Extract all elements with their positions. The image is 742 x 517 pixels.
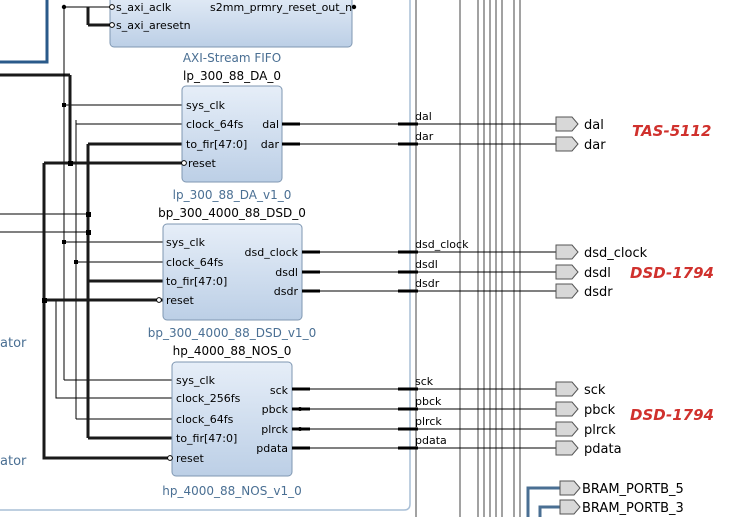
left-partial-label-1: ator (0, 336, 27, 351)
left-wiring (0, 7, 182, 420)
output-port-shapes (555, 116, 579, 456)
annotation-dsd-1794-b: DSD-1794 (630, 406, 714, 424)
block-dsd-pin-to-fir: to_fir[47:0] (166, 275, 227, 288)
bram-port-3[interactable]: BRAM_PORTB_3 (582, 501, 684, 516)
block-nos-pin-sck: sck (270, 384, 289, 397)
annotation-dsd-1794-a: DSD-1794 (630, 264, 714, 282)
wire-junctions (298, 407, 302, 431)
block-nos-type: hp_4000_88_NOS_v1_0 (162, 484, 301, 498)
left-bus-frame (0, 0, 49, 64)
block-da-reset-bubble (181, 160, 187, 166)
hierarchy-border (0, 0, 411, 511)
block-nos-pin-clock-64fs: clock_64fs (176, 413, 234, 426)
port-dsdr[interactable]: dsdr (584, 285, 613, 300)
port-plrck[interactable]: plrck (584, 423, 616, 438)
port-dsdl[interactable]: dsdl (584, 266, 611, 281)
net-label-pdata: pdata (415, 434, 447, 447)
left-bus-wiring (42, 75, 182, 460)
block-dsd-type: bp_300_4000_88_DSD_v1_0 (148, 326, 316, 340)
block-dsd-instance: bp_300_4000_88_DSD_0 (158, 206, 306, 220)
net-label-plrck: plrck (415, 415, 442, 428)
port-sck[interactable]: sck (584, 383, 606, 398)
net-label-pbck: pbck (415, 395, 442, 408)
port-dar[interactable]: dar (584, 138, 606, 153)
net-label-dal: dal (415, 110, 432, 123)
left-partial-label-2: ator (0, 454, 27, 469)
block-da[interactable] (181, 85, 283, 183)
block-nos-pin-sys-clk: sys_clk (176, 374, 216, 387)
block-da-pin-reset: reset (188, 157, 217, 170)
block-nos-pin-clock-256fs: clock_256fs (176, 392, 241, 405)
block-nos-pin-pdata: pdata (256, 442, 288, 455)
block-nos-instance: hp_4000_88_NOS_0 (173, 344, 292, 358)
block-da-pin-clock-64fs: clock_64fs (186, 118, 244, 131)
block-nos-pin-plrck: plrck (261, 423, 288, 436)
fifo-pin-aresetn: s_axi_aresetn (116, 19, 191, 32)
output-wires (282, 123, 556, 449)
block-dsd-pin-dsdl: dsdl (275, 266, 298, 279)
block-dsd-reset-bubble (156, 297, 162, 303)
net-label-dsdr: dsdr (415, 277, 440, 290)
block-dsd-pin-dsdr: dsdr (274, 285, 299, 298)
bram-bus-lines (526, 486, 560, 517)
block-dsd-pin-dsd-clock: dsd_clock (245, 246, 299, 259)
fifo-pin-reset-out-dot (351, 4, 357, 10)
vertical-rails (415, 0, 521, 517)
block-nos-pin-reset: reset (176, 452, 205, 465)
net-label-sck: sck (415, 375, 434, 388)
block-nos-pin-pbck: pbck (262, 403, 289, 416)
net-label-dsdl: dsdl (415, 258, 438, 271)
block-da-pin-dal: dal (262, 118, 279, 131)
block-nos-reset-bubble (167, 455, 173, 461)
net-label-dar: dar (415, 130, 434, 143)
annotation-tas-5112: TAS-5112 (632, 122, 711, 140)
fifo-pin-reset-out: s2mm_prmry_reset_out_n (210, 1, 352, 14)
port-pbck[interactable]: pbck (584, 403, 616, 418)
bram-port-shapes (559, 480, 581, 515)
net-label-dsd-clock: dsd_clock (415, 238, 469, 251)
port-pdata[interactable]: pdata (584, 442, 622, 457)
block-da-type: lp_300_88_DA_v1_0 (173, 188, 292, 202)
fifo-type-label: AXI-Stream FIFO (183, 51, 281, 65)
block-dsd-pin-reset: reset (166, 294, 195, 307)
left-wiring-junctions (42, 103, 91, 303)
fifo-block[interactable] (109, 0, 353, 48)
bram-port-5[interactable]: BRAM_PORTB_5 (582, 482, 684, 497)
fifo-pin-aclk: s_axi_aclk (116, 1, 172, 14)
block-nos[interactable] (171, 361, 293, 477)
block-da-pin-sys-clk: sys_clk (186, 99, 226, 112)
port-dsd-clock[interactable]: dsd_clock (584, 246, 648, 261)
block-dsd-pin-sys-clk: sys_clk (166, 236, 206, 249)
block-da-instance: lp_300_88_DA_0 (183, 69, 281, 83)
block-da-pin-to-fir: to_fir[47:0] (186, 138, 247, 151)
port-dal[interactable]: dal (584, 118, 604, 133)
block-da-pin-dar: dar (261, 138, 280, 151)
block-dsd-pin-clock-64fs: clock_64fs (166, 256, 224, 269)
block-nos-pin-to-fir: to_fir[47:0] (176, 432, 237, 445)
